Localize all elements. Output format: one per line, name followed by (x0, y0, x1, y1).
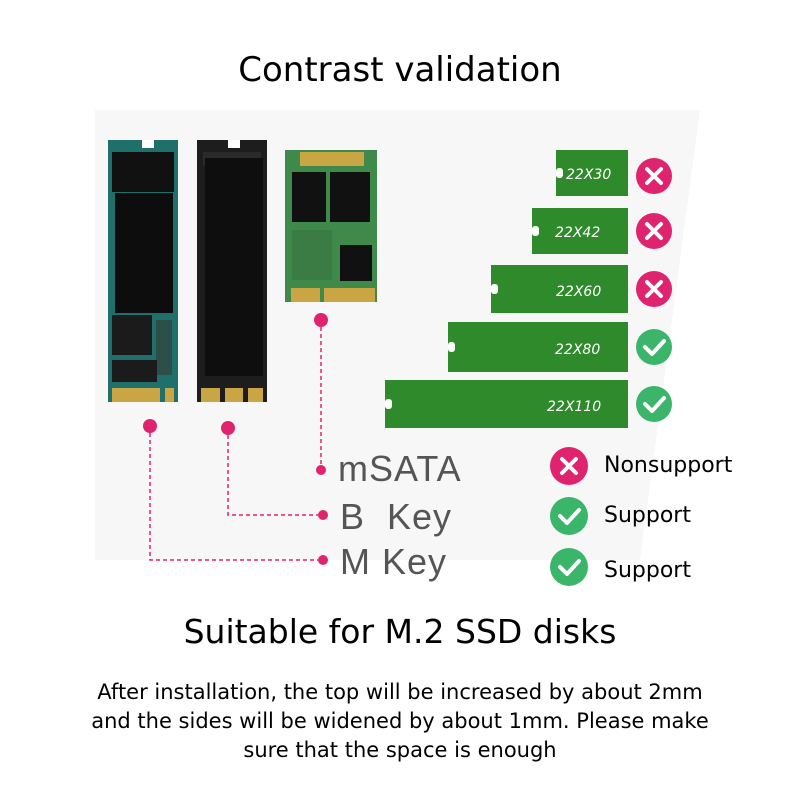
leader-dots (143, 313, 328, 565)
note-line: sure that the space is enough (243, 738, 557, 762)
legend-nonsupport-label: Nonsupport (604, 453, 733, 478)
check-circle-icon (636, 386, 672, 422)
size-label-22x42: 22X42 (555, 225, 600, 241)
msata-ssd-image (285, 150, 377, 302)
leader-lines (149, 320, 322, 561)
size-bar-22x80: 22X80 (448, 322, 628, 372)
installation-note: After installation, the top will be incr… (40, 678, 760, 765)
m-key-ssd-image (108, 140, 178, 402)
legend-support-label-2: Support (604, 558, 691, 583)
b-key-label: B Key (340, 496, 453, 537)
check-circle-icon (550, 548, 588, 586)
x-circle-icon (636, 213, 672, 249)
x-circle-icon (636, 271, 672, 307)
size-bar-22x60: 22X60 (491, 265, 628, 313)
size-label-22x110: 22X110 (547, 399, 601, 415)
note-line: After installation, the top will be incr… (97, 680, 703, 704)
msata-label: mSATA (338, 448, 462, 489)
page-title: Contrast validation (238, 50, 562, 90)
b-key-ssd-image (197, 140, 267, 402)
check-circle-icon (636, 329, 672, 365)
note-line: and the sides will be widened by about 1… (91, 709, 709, 733)
x-circle-icon (636, 158, 672, 194)
check-circle-icon (550, 497, 588, 535)
size-label-22x80: 22X80 (555, 342, 600, 358)
x-circle-icon (550, 447, 588, 485)
size-bar-22x30: 22X30 (556, 150, 628, 196)
size-label-22x60: 22X60 (556, 284, 601, 300)
legend-support-label: Support (604, 503, 691, 528)
size-bars: 22X30 22X42 22X60 22X80 22X110 (385, 150, 628, 428)
m-key-label: M Key (340, 541, 448, 582)
size-label-22x30: 22X30 (566, 167, 611, 183)
size-bar-22x42: 22X42 (532, 208, 628, 254)
size-bar-22x110: 22X110 (385, 380, 628, 428)
section-heading: Suitable for M.2 SSD disks (183, 612, 617, 651)
